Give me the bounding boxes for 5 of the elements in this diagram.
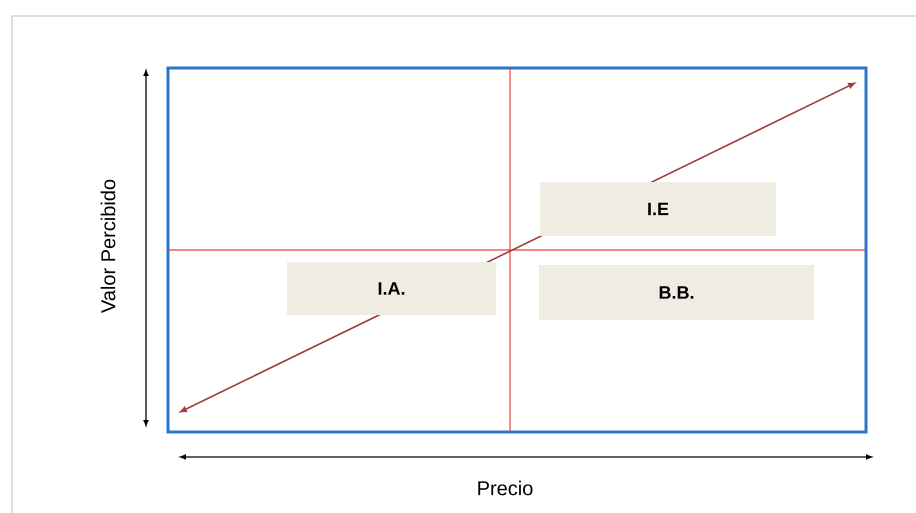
axis-label: Precio [478,480,532,496]
quadrant-box: I.E [540,182,776,236]
quadrant-box: B.B. [539,265,814,320]
axis-label: Valor Percibido [100,180,116,313]
quadrant-box: I.A. [287,262,496,315]
